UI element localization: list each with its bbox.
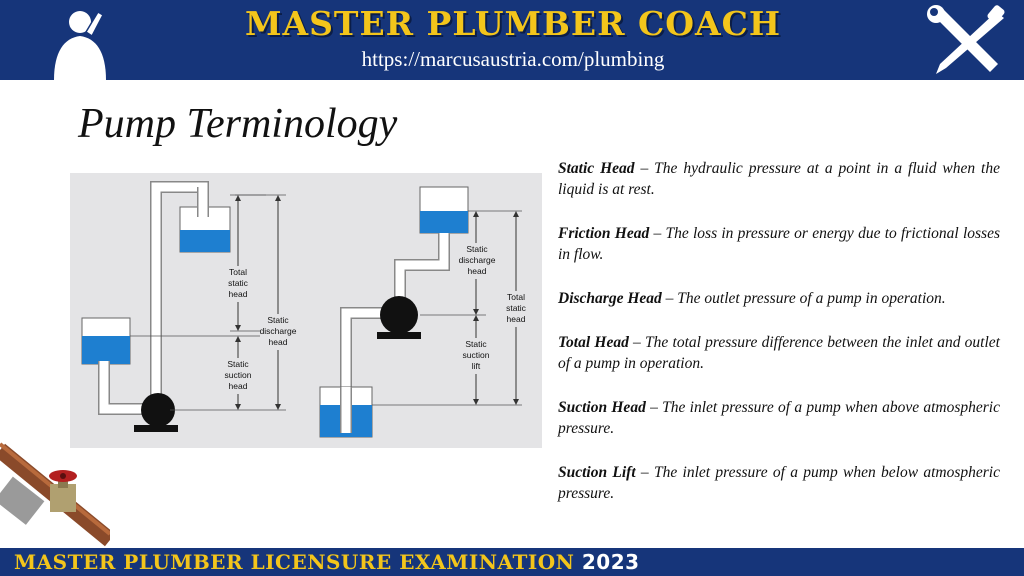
left-static-discharge-head-label-3: head [269,337,288,347]
definition-text: – The total pressure difference between … [558,334,1000,372]
right-static-discharge-head-label-1: Static [466,244,488,254]
definition-static-head: Static Head – The hydraulic pressure at … [558,158,1000,200]
left-total-static-head-label-2: static [228,278,249,288]
source-tank-water [82,336,130,364]
definition-total-head: Total Head – The total pressure differen… [558,332,1000,374]
slide-title: Pump Terminology [78,101,398,147]
right-total-static-head-label-2: static [506,303,527,313]
left-static-discharge-head-label-1: Static [267,315,289,325]
left-system: Total static head Static discharge head … [81,181,297,432]
definitions-list: Static Head – The hydraulic pressure at … [558,158,1000,527]
header-banner: MASTER PLUMBER COACH https://marcusaustr… [0,0,1024,80]
right-upper-tank-water [420,211,468,233]
term: Suction Head [558,399,646,416]
definition-text: – The loss in pressure or energy due to … [558,225,1000,263]
definition-suction-lift: Suction Lift – The inlet pressure of a p… [558,462,1000,504]
term: Friction Head [558,225,650,242]
definition-suction-head: Suction Head – The inlet pressure of a p… [558,397,1000,439]
upper-tank-water [180,230,230,252]
left-static-discharge-head-label-2: discharge [260,326,297,336]
term: Static Head [558,160,635,177]
left-static-suction-head-label-2: suction [225,370,252,380]
left-total-static-head-label-1: Total [229,267,247,277]
left-pump [141,393,175,427]
right-static-suction-lift-label-2: suction [463,350,490,360]
banner-title: MASTER PLUMBER COACH [244,4,782,43]
pump-head-diagram: Total static head Static discharge head … [70,173,542,448]
definition-text: – The inlet pressure of a pump when abov… [558,399,1000,437]
definition-text: – The outlet pressure of a pump in opera… [661,290,946,307]
footer-year: 2023 [581,550,640,574]
definition-text: – The hydraulic pressure at a point in a… [558,160,1000,198]
footer-banner: MASTER PLUMBER LICENSURE EXAMINATION 202… [0,548,1024,576]
left-static-suction-head-label-3: head [229,381,248,391]
footer-exam-text: MASTER PLUMBER LICENSURE EXAMINATION [14,550,575,574]
right-static-discharge-head-label-2: discharge [459,255,496,265]
banner-url[interactable]: https://marcusaustria.com/plumbing [361,47,665,71]
wrench-screwdriver-icon [927,5,1005,74]
left-static-suction-head-label-1: Static [227,359,249,369]
right-system: Static discharge head Static suction lif… [319,186,530,438]
valve-pipe-icon [0,442,110,547]
plumber-silhouette-icon [54,10,106,80]
right-static-suction-lift-label-3: lift [472,361,481,371]
term: Suction Lift [558,464,636,481]
definition-discharge-head: Discharge Head – The outlet pressure of … [558,288,1000,309]
right-static-suction-lift-label-1: Static [465,339,487,349]
right-total-static-head-label-3: head [507,314,526,324]
left-total-static-head-label-3: head [229,289,248,299]
right-pump [380,296,418,334]
footer-title: MASTER PLUMBER LICENSURE EXAMINATION 202… [14,550,640,574]
right-static-discharge-head-label-3: head [468,266,487,276]
right-total-static-head-label-1: Total [507,292,525,302]
definition-text: – The inlet pressure of a pump when belo… [558,464,1000,502]
definition-friction-head: Friction Head – The loss in pressure or … [558,223,1000,265]
term: Discharge Head [558,290,662,307]
term: Total Head [558,334,629,351]
